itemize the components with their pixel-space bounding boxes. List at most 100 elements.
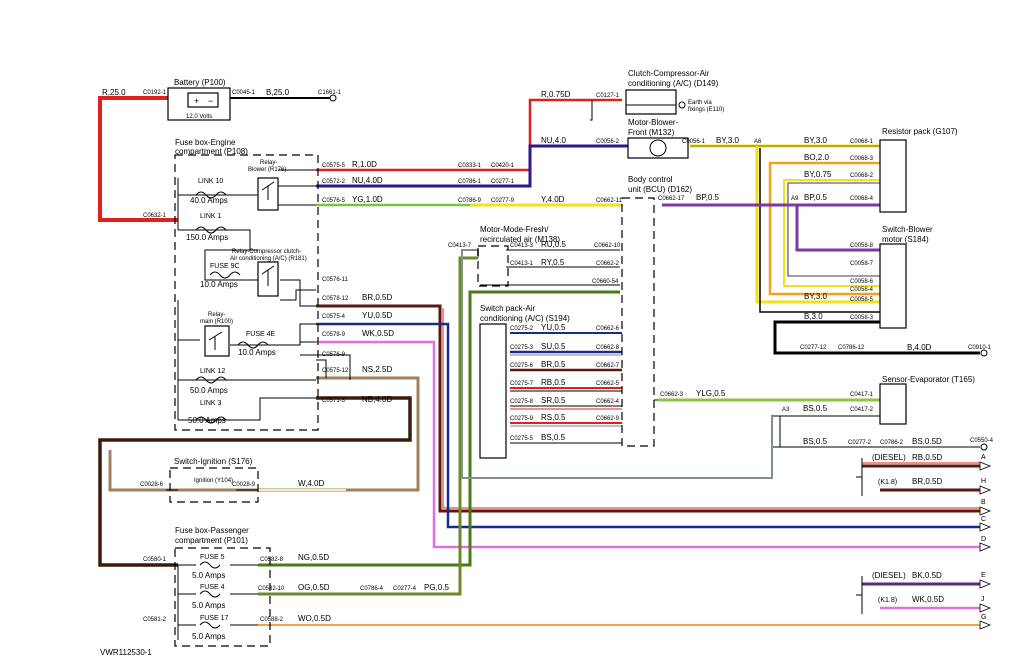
switchblower-l2: motor (S184) <box>882 235 929 244</box>
wires <box>98 96 980 626</box>
wire-label: BR,0.5D <box>362 293 392 302</box>
wire-label: R,0.75D <box>541 90 571 99</box>
wire-label: YU,0.5 <box>541 323 566 332</box>
wire-br05d-red <box>442 308 980 509</box>
connector-label: C0275-8 <box>510 399 534 405</box>
connector-label: C0662-2 <box>596 261 620 267</box>
resistor-title: Resistor pack (G107) <box>882 127 958 136</box>
wire-label: BS,0.5 <box>803 404 828 413</box>
battery-minus-icon: − <box>208 96 213 106</box>
wire-label: YLG,0.5 <box>696 389 726 398</box>
connector-label: C0662-5 <box>596 381 620 387</box>
clutch-box <box>625 89 677 115</box>
connector-label: C0277-2 <box>848 440 872 446</box>
connector-c0550-icon <box>980 443 988 451</box>
wire-nb40d <box>98 396 412 567</box>
fuse9c-name: FUSE 9C <box>210 263 240 270</box>
connector-label: C0571-3 <box>322 398 346 404</box>
bcu-l1: Body control <box>628 175 673 184</box>
resistor-pack-box <box>879 139 907 213</box>
connector-label: C0413-7 <box>448 243 472 249</box>
sensor-title: Sensor-Evaporator (T165) <box>882 375 975 384</box>
connector-label: C0413-3 <box>510 243 534 249</box>
wire-label: BY,3.0 <box>804 292 828 301</box>
blower-l1: Motor-Blower- <box>628 118 679 127</box>
wire-by075-blk <box>787 182 880 277</box>
relay-compressor-box <box>257 261 279 297</box>
connector-label: C0058-8 <box>850 243 874 249</box>
wire-r10d <box>316 98 622 172</box>
connector-label: C0662-8 <box>596 345 620 351</box>
fusebox-engine-title: Fuse box-Engine <box>175 138 236 147</box>
connector-label: C0662-11 <box>596 198 623 204</box>
wire-label: B,3.0 <box>804 312 823 321</box>
wire-br05d <box>316 304 980 513</box>
link12-name: LINK 12 <box>200 368 225 375</box>
fuse4-icon <box>199 590 221 598</box>
wire-yu05d <box>316 322 980 529</box>
link3-name: LINK 3 <box>200 400 222 407</box>
wire-label: BY,0.75 <box>804 170 832 179</box>
fuse17-name: FUSE 17 <box>200 615 229 622</box>
fuse17-rating: 5.0 Amps <box>192 632 225 641</box>
connector-label: C0576-11 <box>322 277 349 283</box>
link12-rating: 50.0 Amps <box>190 386 228 395</box>
wire-label: RB,0.5 <box>541 378 566 387</box>
switchblower-l1: Switch-Blower <box>882 225 933 234</box>
wire-label: RS,0.5 <box>541 413 566 422</box>
thin-wires <box>166 100 863 640</box>
link1-rating: 150.0 Amps <box>186 233 228 242</box>
connector-label: C0056-1 <box>682 139 706 145</box>
link1-name: LINK 1 <box>200 213 222 220</box>
connector-label: C0576-9 <box>322 352 346 358</box>
connector-label: C0333-1 <box>458 163 482 169</box>
connector-label: C0662-4 <box>596 399 620 405</box>
wire-label: B,25.0 <box>266 88 290 97</box>
connector-label: A9 <box>791 196 799 202</box>
wire-label: SU,0.5 <box>541 342 566 351</box>
ground-symbol-icon <box>678 101 686 109</box>
fuse5-icon <box>199 561 221 569</box>
wire-label: BK,0.5D <box>912 571 942 580</box>
connector-label: C0275-7 <box>510 381 534 387</box>
output-b: B <box>981 499 986 506</box>
mode-l1: Motor-Mode-Fresh/ <box>480 225 549 234</box>
link10-icon <box>195 191 227 199</box>
connector-label: C0277-9 <box>491 198 515 204</box>
wire-label: (DIESEL) <box>872 453 906 462</box>
link10-name: LINK 10 <box>198 178 223 185</box>
figure-id: VWR112530-1 <box>100 648 152 657</box>
relay-main-l2: main (R100) <box>200 319 233 325</box>
output-a: A <box>981 454 986 461</box>
wire-label: BS,0.5D <box>912 437 942 446</box>
wire-ns25d <box>108 376 420 492</box>
relay-blower-box <box>257 177 279 211</box>
connector-label: C1661-1 <box>318 90 342 96</box>
relay-main-box <box>204 325 230 357</box>
switch-pack-box <box>479 323 507 459</box>
wire-label: B,4.0D <box>907 343 932 352</box>
wire-label: NU,4.0 <box>541 136 566 145</box>
fuse17-icon <box>199 621 221 629</box>
connector-label: C0058-7 <box>850 261 874 267</box>
connector-label: C0275-6 <box>510 363 534 369</box>
connector-label: C0662-9 <box>596 416 620 422</box>
switch-blower-box <box>879 243 907 329</box>
battery-box <box>167 87 231 121</box>
wire-r25 <box>98 96 178 222</box>
connector-label: C0417-1 <box>850 392 874 398</box>
wire-label: BY,3.0 <box>716 136 740 145</box>
output-arrows-icon <box>979 461 992 630</box>
connector-label: C0581-2 <box>143 617 167 623</box>
fusebox-engine-box <box>174 154 319 431</box>
blower-motor-box <box>627 137 689 159</box>
link1-icon <box>195 226 227 234</box>
output-j: J <box>981 596 985 603</box>
connector-label: C0068-4 <box>850 196 874 202</box>
wire-label: (K1.8) <box>878 597 897 604</box>
wire-label: NB,4.0D <box>362 395 392 404</box>
connector-label: C0786-1 <box>458 179 482 185</box>
wire-label: (DIESEL) <box>872 571 906 580</box>
connector-label: C0578-9 <box>322 332 346 338</box>
wire-by30-drop <box>755 146 880 304</box>
